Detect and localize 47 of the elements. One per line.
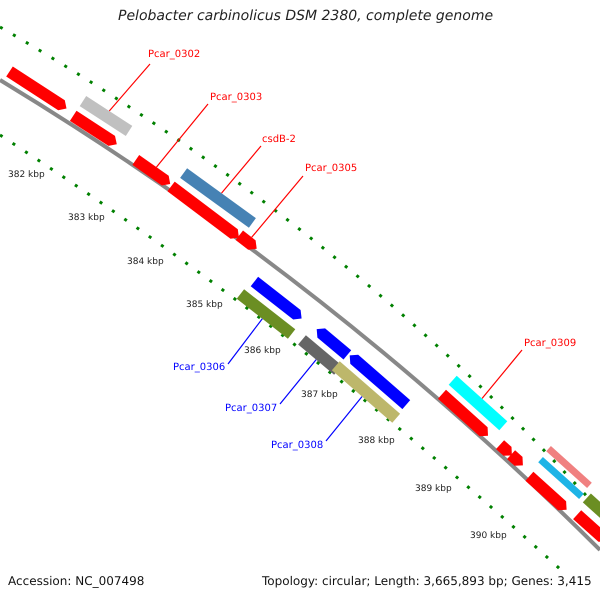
tick-label: 382 kbp [8,170,45,180]
tick-label: 389 kbp [415,484,452,494]
gene-label: Pcar_0306 [173,362,226,373]
gene-feature [250,276,302,320]
gene-feature [538,457,584,499]
gene-feature [316,328,352,360]
gene-label: Pcar_0307 [225,403,278,414]
gene-feature [546,446,592,488]
leader-line [228,318,263,364]
gene-label: csdB-2 [262,134,296,145]
tick-label: 384 kbp [127,257,164,267]
leader-line [326,396,363,442]
leader-line [251,176,304,238]
gene-label: Pcar_0305 [305,163,358,174]
tick-label: 386 kbp [244,346,281,356]
gene-feature [167,182,239,239]
leader-line [108,64,150,112]
tick-label: 383 kbp [68,213,105,223]
tick-label: 387 kbp [301,390,338,400]
tick-label: 390 kbp [470,531,507,541]
accession-text: Accession: NC_007498 [8,574,144,588]
gene-feature [80,96,132,136]
genome-info-text: Topology: circular; Length: 3,665,893 bp; Genes: 3,415 [262,574,592,588]
leader-line [221,146,262,194]
gene-feature [573,510,600,542]
gene-feature [525,472,567,510]
gene-label: Pcar_0303 [210,92,262,103]
leader-line [280,359,317,404]
gene-feature [448,376,508,430]
gene-label: Pcar_0308 [271,440,324,451]
gene-feature [70,110,117,146]
leader-line [482,350,522,399]
tick-label: 388 kbp [358,436,395,446]
gene-feature [438,390,488,436]
title: Pelobacter carbinolicus DSM 2380, complete genome [118,8,494,24]
gene-feature [507,450,523,466]
gene-feature [236,230,257,250]
gene-feature [496,440,512,456]
gene-feature [6,66,66,110]
gene-feature [132,155,170,186]
gene-feature [236,289,296,339]
gene-feature [180,168,256,228]
leader-line [156,104,208,168]
gene-label: Pcar_0309 [524,338,576,349]
gene-feature [350,354,410,410]
gene-label: Pcar_0302 [148,49,200,60]
tick-label: 385 kbp [186,300,223,310]
